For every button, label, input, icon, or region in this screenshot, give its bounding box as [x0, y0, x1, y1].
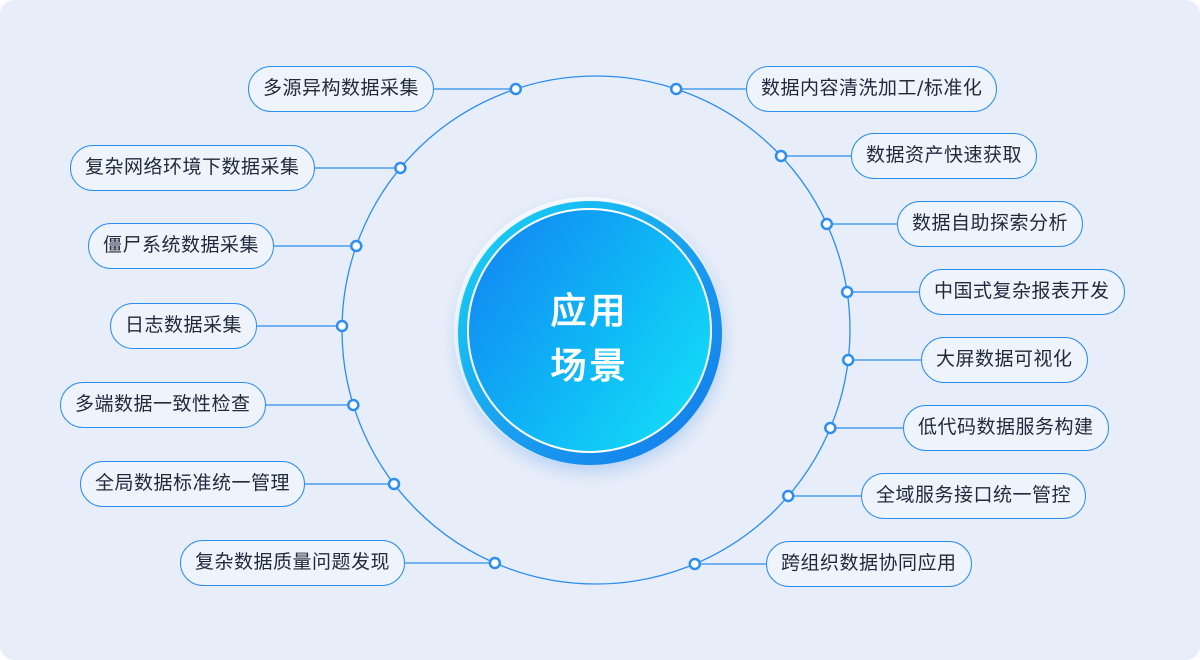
left-item-1-label: 多源异构数据采集	[263, 77, 420, 99]
left-item-2: 复杂网络环境下数据采集	[70, 145, 315, 191]
left-node-2	[394, 161, 407, 175]
right-node-1	[669, 82, 683, 96]
left-node-5	[347, 398, 360, 412]
left-node-4	[335, 319, 349, 333]
right-item-5: 大屏数据可视化	[921, 337, 1088, 383]
right-node-6	[824, 421, 837, 435]
left-item-2-label: 复杂网络环境下数据采集	[85, 156, 300, 178]
left-item-3: 僵尸系统数据采集	[88, 223, 275, 269]
left-item-5-label: 多端数据一致性检查	[75, 393, 251, 415]
right-node-8	[688, 557, 702, 571]
left-item-4: 日志数据采集	[110, 303, 258, 349]
right-item-3-label: 数据自助探索分析	[912, 212, 1069, 234]
right-node-2	[774, 149, 788, 163]
left-node-6	[387, 477, 401, 491]
right-item-4: 中国式复杂报表开发	[919, 269, 1125, 315]
left-node-7	[488, 556, 502, 570]
right-item-7-label: 全域服务接口统一管控	[876, 484, 1072, 506]
right-item-6-label: 低代码数据服务构建	[918, 416, 1094, 438]
right-item-1: 数据内容清洗加工/标准化	[746, 66, 998, 112]
left-node-3	[350, 239, 363, 253]
right-item-5-label: 大屏数据可视化	[936, 348, 1073, 370]
left-item-3-label: 僵尸系统数据采集	[103, 234, 260, 256]
left-item-7-label: 复杂数据质量问题发现	[195, 551, 391, 573]
right-item-8-label: 跨组织数据协同应用	[781, 552, 957, 574]
right-item-6: 低代码数据服务构建	[903, 405, 1109, 451]
right-item-2-label: 数据资产快速获取	[866, 144, 1023, 166]
hub-core	[467, 208, 712, 453]
right-node-4	[840, 285, 854, 299]
left-item-6-label: 全局数据标准统一管理	[95, 472, 291, 494]
left-item-1: 多源异构数据采集	[248, 66, 435, 112]
left-item-7: 复杂数据质量问题发现	[180, 540, 406, 586]
right-item-4-label: 中国式复杂报表开发	[934, 280, 1110, 302]
right-node-3	[820, 217, 834, 231]
hub-title-line1: 应用	[550, 291, 629, 332]
right-item-8: 跨组织数据协同应用	[766, 541, 972, 587]
right-item-1-label: 数据内容清洗加工/标准化	[761, 77, 983, 99]
right-node-5	[841, 353, 855, 367]
left-node-1	[509, 82, 523, 96]
right-node-7	[781, 489, 795, 503]
left-item-5: 多端数据一致性检查	[60, 382, 266, 428]
hub-title-line2: 场景	[550, 346, 629, 387]
right-item-7: 全域服务接口统一管控	[861, 473, 1087, 519]
left-item-6: 全局数据标准统一管理	[80, 461, 306, 507]
right-item-3: 数据自助探索分析	[897, 201, 1084, 247]
left-item-4-label: 日志数据采集	[125, 314, 243, 336]
right-item-2: 数据资产快速获取	[851, 133, 1038, 179]
